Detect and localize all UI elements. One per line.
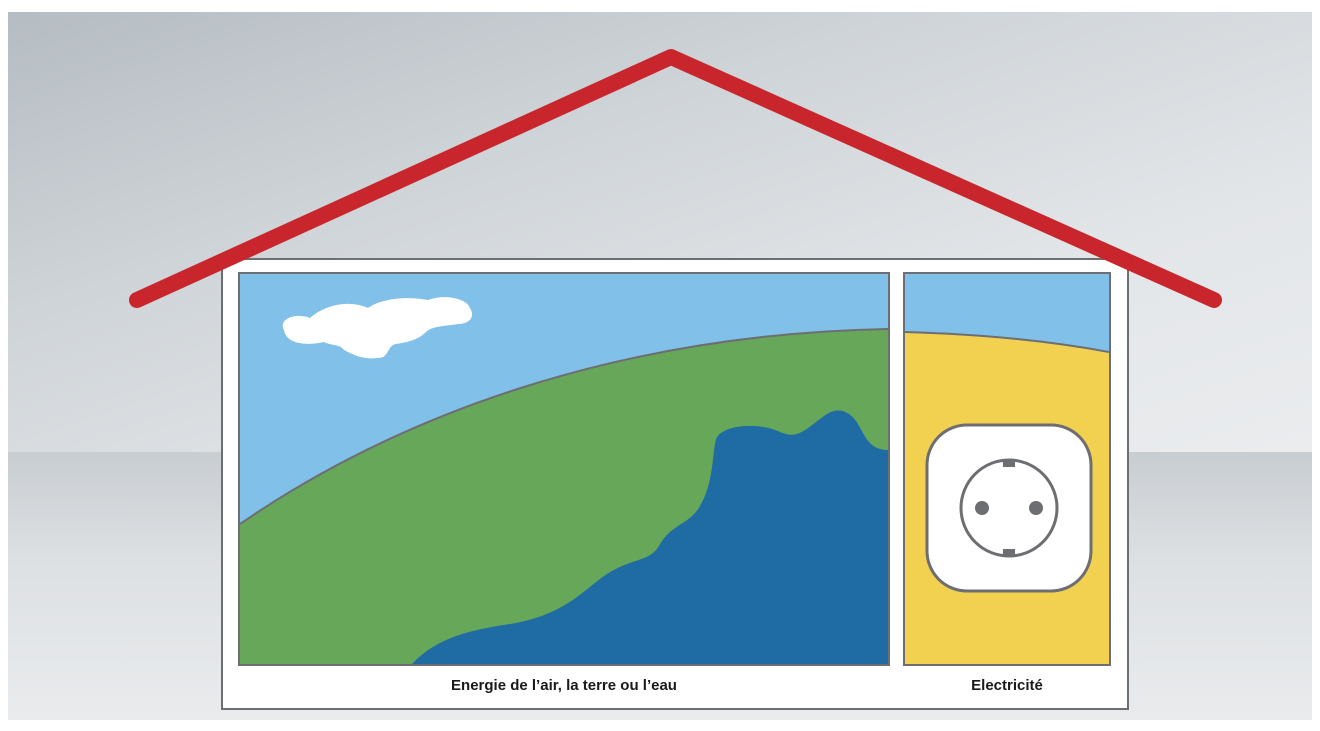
power-socket-icon: [925, 423, 1093, 593]
electricity-horizon: [905, 331, 1109, 353]
horizon-line: [240, 328, 888, 525]
environment-energy-panel: [238, 272, 890, 666]
environment-energy-label: Energie de l’air, la terre ou l’eau: [451, 677, 677, 694]
electricity-sky: [905, 274, 1109, 352]
environment-scene: [240, 274, 888, 664]
electricity-scene: [905, 274, 1109, 664]
cloud-icon: [282, 297, 473, 359]
electricity-panel: [903, 272, 1111, 666]
water: [412, 410, 888, 664]
electricity-label: Electricité: [971, 677, 1043, 694]
